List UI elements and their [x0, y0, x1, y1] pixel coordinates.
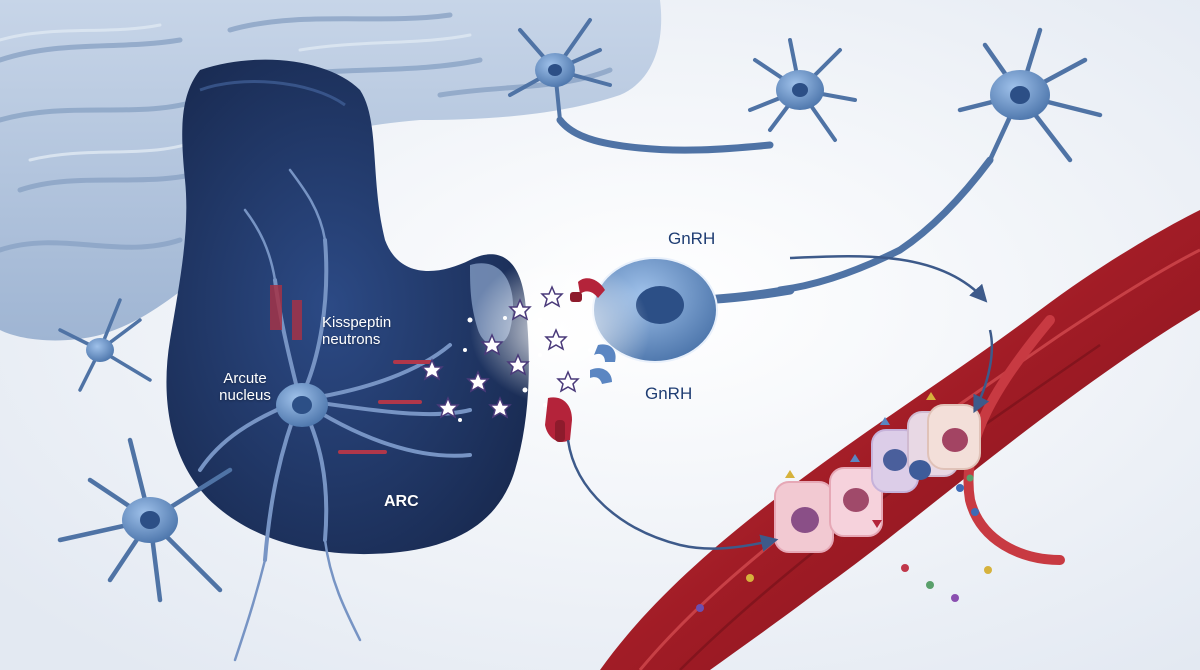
arc-label: ARC [384, 493, 419, 510]
receptor-blue [590, 344, 616, 384]
receptor-red-top [570, 278, 605, 302]
brain-hemisphere [0, 0, 662, 341]
pituitary-cells [774, 404, 981, 553]
hormone-particles [696, 474, 992, 612]
gnrh-label-top: GnRH [668, 229, 716, 248]
arrow-to-cells [566, 439, 779, 552]
neuron-bottom-left [57, 437, 233, 603]
cell-receptors [785, 392, 936, 528]
neuron-upper-right [748, 38, 857, 142]
arrow-to-vessel [789, 255, 988, 303]
kisspeptin-label-line2: neutrons [322, 331, 381, 349]
synapse-glow [470, 255, 650, 405]
receptor-red-bottom [545, 397, 572, 442]
arcuate-label-line1: Arcute [223, 370, 267, 387]
arcuate-nucleus-label: Arcute nucleus [205, 370, 285, 405]
kisspeptin-label: Kisspeptin neutrons [322, 314, 442, 349]
arcuate-label-line2: nucleus [219, 387, 271, 405]
neuron-far-right [776, 27, 1103, 294]
kisspeptin-particles [420, 285, 580, 419]
kisspeptin-label-line1: Kisspeptin [322, 314, 392, 331]
gnrh-label-bottom: GnRH [645, 384, 693, 403]
neuron-left [58, 298, 152, 392]
kisspeptin-neuron [198, 168, 472, 662]
sparkle-dots [458, 316, 592, 422]
neuron-top [508, 18, 774, 154]
arrow-into-vessel [973, 329, 994, 414]
